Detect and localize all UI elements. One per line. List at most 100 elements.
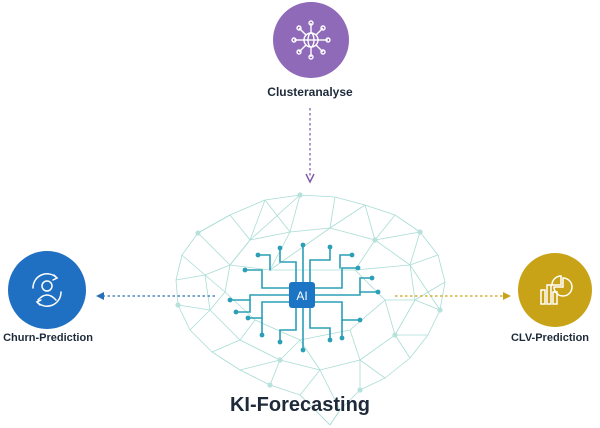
arrow-top (305, 108, 315, 184)
circuit-dot (255, 252, 261, 258)
circuit-trace (279, 247, 297, 283)
mesh-edge (229, 239, 251, 266)
mesh-edge (269, 359, 281, 386)
circuit-trace (314, 301, 361, 321)
mesh-edge (239, 359, 281, 371)
mesh-edge (384, 299, 396, 336)
mesh-edge (354, 239, 376, 271)
mesh-edge (409, 334, 429, 359)
arrow-right (395, 292, 511, 300)
mesh-edge (427, 309, 441, 336)
mesh-edge (319, 369, 341, 411)
mesh-node (372, 237, 378, 243)
mesh-edge (414, 299, 441, 311)
circuit-trace (309, 307, 331, 341)
brain-circuit (229, 244, 379, 351)
ai-chip-label: AI (296, 289, 307, 303)
person-cycle-icon (32, 273, 62, 307)
mesh-edge (224, 264, 231, 293)
mesh-edge (329, 227, 376, 241)
mesh-edge (211, 351, 241, 371)
circuit-dot (357, 317, 363, 323)
mesh-edge (204, 274, 211, 311)
mesh-edge (354, 264, 411, 271)
circuit-dot (259, 332, 265, 338)
mesh-edge (364, 204, 396, 216)
clusteranalyse-label: Clusteranalyse (267, 85, 353, 99)
mesh-edge (334, 196, 366, 206)
circuit-dot (245, 315, 251, 321)
mesh-edge (279, 339, 301, 361)
mesh-edge (224, 291, 256, 321)
circuit-dot (349, 252, 355, 258)
diagram-title: KI-Forecasting (229, 394, 371, 416)
mesh-edge (374, 231, 421, 241)
mesh-edge (229, 264, 271, 271)
mesh-edge (394, 214, 421, 233)
mesh-edge (175, 274, 206, 281)
mesh-edge (409, 254, 439, 266)
circuit-trace (309, 246, 331, 283)
mesh-edge (229, 214, 251, 241)
mesh-edge (289, 227, 331, 233)
mesh-edge (299, 194, 336, 198)
mesh-edge (394, 299, 416, 336)
mesh-edge (414, 281, 446, 301)
mesh-edge (409, 264, 441, 311)
mesh-edge (197, 232, 231, 266)
mesh-edge (209, 309, 241, 341)
mesh-edge (299, 394, 331, 426)
mesh-edge (189, 329, 213, 353)
circuit-dot (375, 289, 381, 295)
clv-prediction-node (518, 253, 592, 327)
globe-network-icon (291, 20, 331, 60)
mesh-edge (189, 309, 211, 331)
mesh-node (437, 307, 443, 313)
circuit-dot (300, 347, 306, 353)
circuit-dot (242, 267, 248, 273)
circuit-dot (227, 297, 233, 303)
circuit-dot (339, 335, 345, 341)
clusteranalyse-node (273, 2, 349, 78)
mesh-edge (289, 194, 301, 233)
mesh-edge (264, 194, 301, 201)
churn-prediction-label: Churn-Prediction (3, 332, 93, 344)
mesh-node (297, 192, 303, 198)
circuit-trace (229, 294, 290, 301)
mesh-edge (177, 304, 191, 331)
circuit-dot (327, 244, 333, 250)
mesh-node (195, 230, 201, 236)
mesh-edge (181, 232, 199, 256)
mesh-edge (204, 264, 231, 276)
mesh-edge (354, 269, 386, 301)
circuit-dot (355, 265, 361, 271)
mesh-edge (264, 199, 291, 233)
circuit-trace (257, 254, 271, 271)
mesh-edge (269, 227, 331, 271)
mesh-edge (359, 359, 386, 379)
mesh-edge (177, 304, 211, 311)
mesh-edge (329, 204, 366, 229)
circuit-trace (314, 267, 359, 289)
mesh-edge (374, 239, 411, 266)
mesh-edge (204, 274, 226, 293)
mesh-edge (181, 254, 206, 276)
circuit-dot (327, 337, 333, 343)
circuit-dot (277, 245, 283, 251)
mesh-node (267, 382, 273, 388)
mesh-edge (211, 339, 241, 353)
mesh-edge (349, 329, 361, 361)
mesh-edge (299, 369, 321, 396)
mesh-edge (279, 359, 321, 371)
ai-chip: AI (289, 282, 315, 308)
mesh-edge (229, 199, 266, 216)
mesh-edge (175, 279, 179, 306)
mesh-edge (175, 254, 183, 281)
mesh-edge (249, 194, 301, 241)
mesh-node (417, 229, 423, 235)
mesh-edge (249, 199, 266, 241)
arrow-left (96, 292, 215, 300)
circuit-trace (359, 277, 373, 293)
circuit-dot (233, 309, 239, 315)
